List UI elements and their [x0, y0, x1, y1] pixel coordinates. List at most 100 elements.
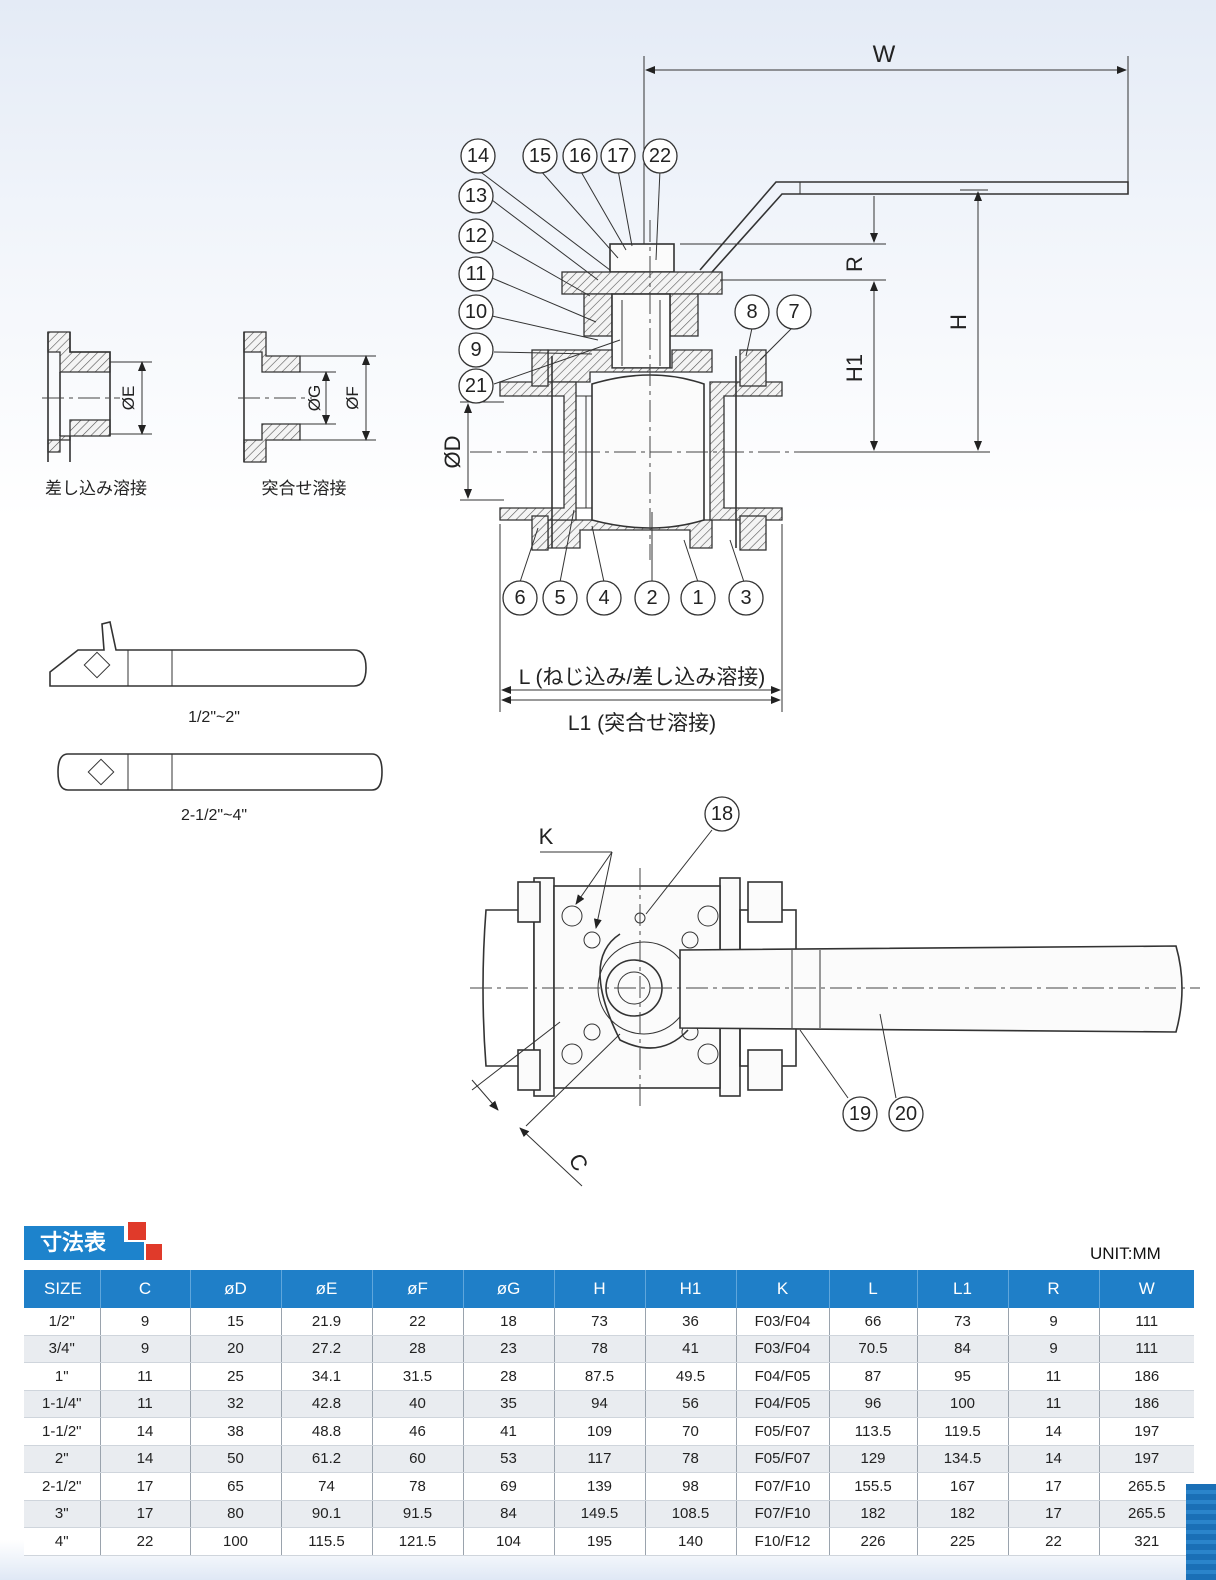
table-cell: 11: [1008, 1390, 1100, 1418]
svg-text:1: 1: [692, 587, 703, 609]
svg-text:16: 16: [569, 145, 591, 167]
table-cell: 60: [372, 1445, 464, 1473]
unit-label: UNIT:MM: [1090, 1244, 1161, 1263]
column-header: H: [554, 1270, 646, 1308]
part-bubble: 3: [728, 580, 764, 616]
svg-text:14: 14: [467, 145, 489, 167]
table-cell: 1/2": [24, 1308, 101, 1336]
table-cell: 197: [1099, 1445, 1194, 1473]
table-cell: 9: [1008, 1335, 1100, 1363]
part-bubble: 8: [734, 294, 770, 330]
table-cell: 186: [1099, 1390, 1194, 1418]
column-header: øG: [463, 1270, 555, 1308]
svg-text:11: 11: [466, 263, 487, 285]
dim-c-label: C: [564, 1149, 594, 1175]
table-cell: 98: [645, 1472, 737, 1501]
table-cell: 155.5: [829, 1472, 918, 1501]
table-cell: 80: [190, 1500, 282, 1528]
table-cell: 121.5: [372, 1527, 464, 1556]
part-bubble: 16: [562, 138, 598, 174]
table-cell: 186: [1099, 1362, 1194, 1391]
table-cell: 115.5: [281, 1527, 373, 1556]
dim-l1-label: L1 (突合せ溶接): [568, 712, 716, 735]
table-cell: F03/F04: [736, 1308, 830, 1336]
svg-text:4: 4: [598, 587, 609, 609]
table-cell: 140: [645, 1527, 737, 1556]
table-cell: 70: [645, 1417, 737, 1446]
butt-weld-label: 突合せ溶接: [262, 479, 347, 498]
corner-decoration: [1186, 1484, 1216, 1580]
dimension-table-title: 寸法表: [24, 1226, 124, 1260]
table-cell: 134.5: [917, 1445, 1009, 1473]
part-bubble: 10: [458, 294, 494, 330]
table-cell: 17: [1008, 1500, 1100, 1528]
table-cell: 22: [1008, 1527, 1100, 1556]
table-cell: 15: [190, 1308, 282, 1336]
table-cell: 14: [100, 1445, 191, 1473]
table-cell: 65: [190, 1472, 282, 1501]
svg-text:7: 7: [788, 301, 799, 323]
part-bubble: 15: [522, 138, 558, 174]
dim-f-label: ØF: [343, 386, 362, 410]
table-cell: F05/F07: [736, 1445, 830, 1473]
table-cell: 139: [554, 1472, 646, 1501]
svg-text:21: 21: [465, 375, 487, 397]
table-cell: 50: [190, 1445, 282, 1473]
table-cell: 78: [372, 1472, 464, 1501]
table-cell: 23: [463, 1335, 555, 1363]
table-cell: 18: [463, 1308, 555, 1336]
handle-small-drawing: 1/2"~2": [49, 621, 367, 726]
svg-text:20: 20: [895, 1103, 917, 1125]
table-cell: 28: [372, 1335, 464, 1363]
table-cell: 197: [1099, 1417, 1194, 1446]
table-cell: 100: [917, 1390, 1009, 1418]
table-cell: 226: [829, 1527, 918, 1556]
svg-text:8: 8: [746, 301, 757, 323]
table-cell: 104: [463, 1527, 555, 1556]
dim-h1-label: H1: [842, 354, 867, 382]
column-header: øE: [281, 1270, 373, 1308]
dim-l-label: L (ねじ込み/差し込み溶接): [519, 666, 766, 689]
table-cell: 84: [463, 1500, 555, 1528]
table-cell: 108.5: [645, 1500, 737, 1528]
table-cell: 119.5: [917, 1417, 1009, 1446]
part-bubble: 19: [842, 1096, 878, 1132]
handle-small-range: 1/2"~2": [188, 709, 240, 726]
table-cell: 11: [100, 1362, 191, 1391]
column-header: H1: [645, 1270, 737, 1308]
dim-r-label: R: [842, 256, 867, 272]
table-cell: 14: [1008, 1445, 1100, 1473]
table-cell: 35: [463, 1390, 555, 1418]
part-bubble: 14: [460, 138, 496, 174]
table-cell: 20: [190, 1335, 282, 1363]
table-cell: 66: [829, 1308, 918, 1336]
svg-text:19: 19: [849, 1103, 871, 1125]
svg-text:2: 2: [646, 587, 657, 609]
table-cell: 41: [463, 1417, 555, 1446]
table-cell: 3/4": [24, 1335, 101, 1363]
table-cell: 27.2: [281, 1335, 373, 1363]
ball-valve-technical-drawing: ØE 差し込み溶接 ØG ØF 突合せ溶接 1/2"~2" 2-1/2"~4": [42, 41, 1200, 1187]
table-cell: 38: [190, 1417, 282, 1446]
table-cell: 31.5: [372, 1362, 464, 1391]
table-cell: 265.5: [1099, 1500, 1194, 1528]
table-cell: 17: [100, 1500, 191, 1528]
svg-text:10: 10: [465, 301, 487, 323]
part-bubble: 4: [586, 580, 622, 616]
table-cell: 61.2: [281, 1445, 373, 1473]
table-cell: 2": [24, 1445, 101, 1473]
table-cell: 9: [1008, 1308, 1100, 1336]
table-cell: 28: [463, 1362, 555, 1391]
part-bubble: 5: [542, 580, 578, 616]
table-cell: 4": [24, 1527, 101, 1556]
table-cell: 40: [372, 1390, 464, 1418]
table-cell: 149.5: [554, 1500, 646, 1528]
part-bubble: 6: [502, 580, 538, 616]
table-cell: 22: [372, 1308, 464, 1336]
